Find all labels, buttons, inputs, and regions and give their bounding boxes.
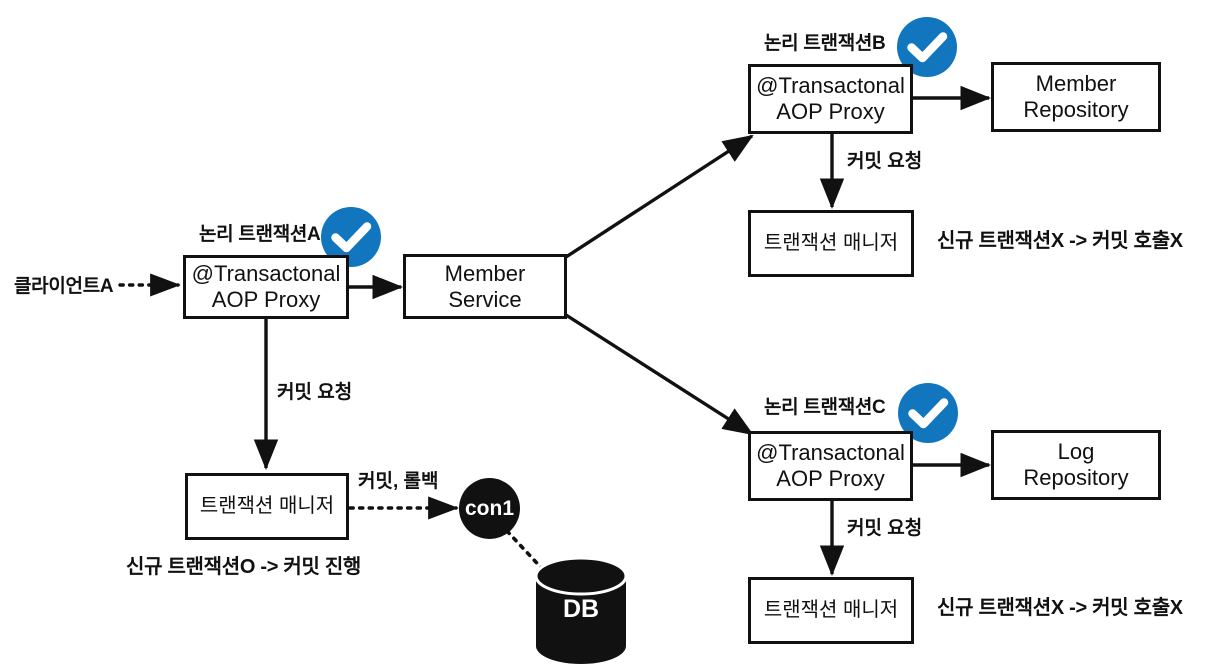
check-circle-a-icon (321, 207, 381, 267)
node-log-repository-line2: Repository (1023, 465, 1129, 490)
node-log-repository[interactable]: Log Repository (991, 430, 1161, 500)
node-proxy-b[interactable]: @Transactonal AOP Proxy (748, 64, 913, 134)
label-logical-tx-a: 논리 트랜잭션A (199, 224, 321, 245)
node-database-label: DB (562, 595, 600, 623)
node-proxy-a[interactable]: @Transactonal AOP Proxy (183, 255, 349, 319)
node-tx-manager-c-label: 트랜잭션 매니저 (763, 598, 899, 621)
label-note-new-tx-x-b: 신규 트랜잭션X -> 커밋 호출X (937, 230, 1183, 252)
node-member-service-line1: Member (444, 260, 526, 286)
label-note-new-tx-o: 신규 트랜잭션O -> 커밋 진행 (126, 556, 362, 578)
check-circle-c-icon (898, 383, 958, 443)
node-proxy-c-line1: @Transactonal (756, 440, 905, 466)
label-commit-rollback: 커밋, 롤백 (358, 471, 439, 492)
node-member-repository[interactable]: Member Repository (991, 62, 1161, 132)
node-tx-manager-b[interactable]: 트랜잭션 매니저 (748, 210, 914, 277)
node-tx-manager-a-label: 트랜잭션 매니저 (199, 494, 335, 517)
node-proxy-a-line2: AOP Proxy (211, 287, 321, 312)
edge-service-to-proxy-b (565, 134, 754, 259)
node-log-repository-line1: Log (1057, 439, 1095, 465)
node-connection-label: con1 (464, 496, 514, 520)
node-tx-manager-c[interactable]: 트랜잭션 매니저 (748, 577, 914, 644)
node-database-icon[interactable] (534, 558, 628, 664)
label-logical-tx-c: 논리 트랜잭션C (764, 397, 886, 418)
node-tx-manager-a[interactable]: 트랜잭션 매니저 (185, 473, 349, 540)
node-connection-con1[interactable]: con1 (459, 478, 520, 539)
node-proxy-b-line2: AOP Proxy (776, 99, 885, 124)
node-member-service-line2: Service (448, 286, 522, 312)
node-tx-manager-b-label: 트랜잭션 매니저 (763, 231, 899, 254)
label-commit-request-a: 커밋 요청 (277, 382, 353, 403)
label-logical-tx-b: 논리 트랜잭션B (764, 33, 886, 54)
node-proxy-b-line1: @Transactonal (756, 73, 905, 99)
node-proxy-a-line1: @Transactonal (191, 261, 341, 287)
edge-service-to-proxy-c (565, 313, 754, 436)
node-member-repository-line1: Member (1035, 71, 1117, 97)
label-client-a: 클라이언트A (14, 276, 114, 297)
node-member-service[interactable]: Member Service (403, 254, 567, 319)
check-circle-b-icon (897, 17, 957, 77)
node-proxy-c[interactable]: @Transactonal AOP Proxy (748, 431, 913, 501)
node-proxy-c-line2: AOP Proxy (776, 466, 885, 491)
label-commit-request-c: 커밋 요청 (847, 518, 923, 539)
label-commit-request-b: 커밋 요청 (847, 151, 923, 172)
node-member-repository-line2: Repository (1023, 97, 1129, 122)
label-note-new-tx-x-c: 신규 트랜잭션X -> 커밋 호출X (937, 597, 1183, 619)
